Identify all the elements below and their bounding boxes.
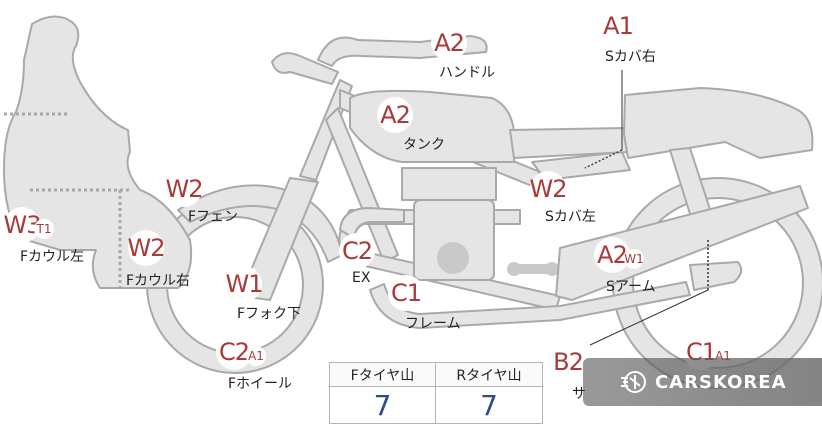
seat	[623, 87, 814, 159]
label-s-cover-left: Sカバ左	[545, 209, 596, 225]
tire-tread-table: Fタイヤ山 Rタイヤ山 7 7	[329, 362, 543, 424]
marker-tank[interactable]: A2	[377, 97, 413, 133]
front-tread-value: 7	[330, 387, 436, 423]
rear-tread-value: 7	[480, 388, 498, 422]
badge-code: W2	[530, 171, 568, 207]
marker-handle[interactable]: A2	[431, 25, 467, 61]
badge-sub: T1	[34, 219, 54, 239]
marker-s-arm[interactable]: A2 W1	[594, 237, 644, 273]
label-f-fork-lower: Fフォク下	[237, 306, 302, 322]
badge-code: W2	[166, 171, 204, 207]
marker-s-cover-left[interactable]: W2	[530, 171, 568, 207]
label-f-cowl-left: Fカウル左	[20, 249, 85, 265]
badge-sub: A1	[246, 346, 266, 366]
engine-cover	[437, 242, 469, 274]
carskorea-watermark: CARSKOREA	[583, 358, 822, 406]
marker-frame[interactable]: C1	[388, 275, 424, 311]
leader-s-cover-right-tip	[584, 149, 623, 169]
marker-f-cowl-right[interactable]: W2	[128, 230, 166, 266]
label-rear: サ	[572, 386, 586, 402]
marker-f-cowl-left[interactable]: W3 T1	[4, 207, 54, 243]
side-cover-bar	[509, 127, 629, 159]
badge-code: A2	[377, 97, 413, 133]
marker-f-fender[interactable]: W2	[166, 171, 204, 207]
marker-s-cover-right[interactable]: A1	[600, 8, 636, 44]
handlebar-left	[271, 52, 339, 85]
badge-code: B2	[550, 344, 586, 380]
label-ex: EX	[352, 270, 371, 286]
badge-code: A2	[431, 25, 467, 61]
carskorea-logo-icon	[621, 371, 646, 393]
label-f-fender: Fフェン	[188, 209, 239, 225]
marker-rear[interactable]: B2	[550, 344, 586, 380]
label-tank: タンク	[403, 137, 445, 153]
label-frame: フレーム	[405, 316, 461, 332]
label-f-wheel: Fホイール	[228, 376, 293, 392]
rear-axle-plate	[689, 261, 743, 291]
exhaust-pipe	[339, 207, 405, 239]
badge-code: C2	[339, 233, 375, 269]
badge-code: W2	[128, 230, 166, 266]
label-s-cover-right: Sカバ右	[605, 49, 656, 65]
badge-code: W1	[226, 266, 264, 302]
badge-code: C2	[216, 334, 252, 370]
badge-code: A1	[600, 8, 636, 44]
engine-body	[413, 199, 495, 281]
leader-rear	[589, 289, 709, 346]
badge-code: A2	[594, 237, 630, 273]
badge-code: C1	[388, 275, 424, 311]
label-handle: ハンドル	[439, 65, 495, 81]
label-s-arm: Sアーム	[606, 279, 656, 295]
watermark-text: CARSKOREA	[655, 371, 787, 393]
front-tread-header: Fタイヤ山	[330, 363, 436, 387]
label-f-cowl-right: Fカウル右	[126, 273, 191, 289]
rear-tread-header: Rタイヤ山	[436, 363, 542, 387]
engine-head	[401, 167, 497, 201]
marker-f-fork-lower[interactable]: W1	[226, 266, 264, 302]
badge-sub: W1	[624, 249, 644, 269]
front-cowl	[3, 15, 193, 289]
marker-f-wheel[interactable]: C2 A1	[216, 334, 266, 370]
marker-ex[interactable]: C2	[339, 233, 375, 269]
